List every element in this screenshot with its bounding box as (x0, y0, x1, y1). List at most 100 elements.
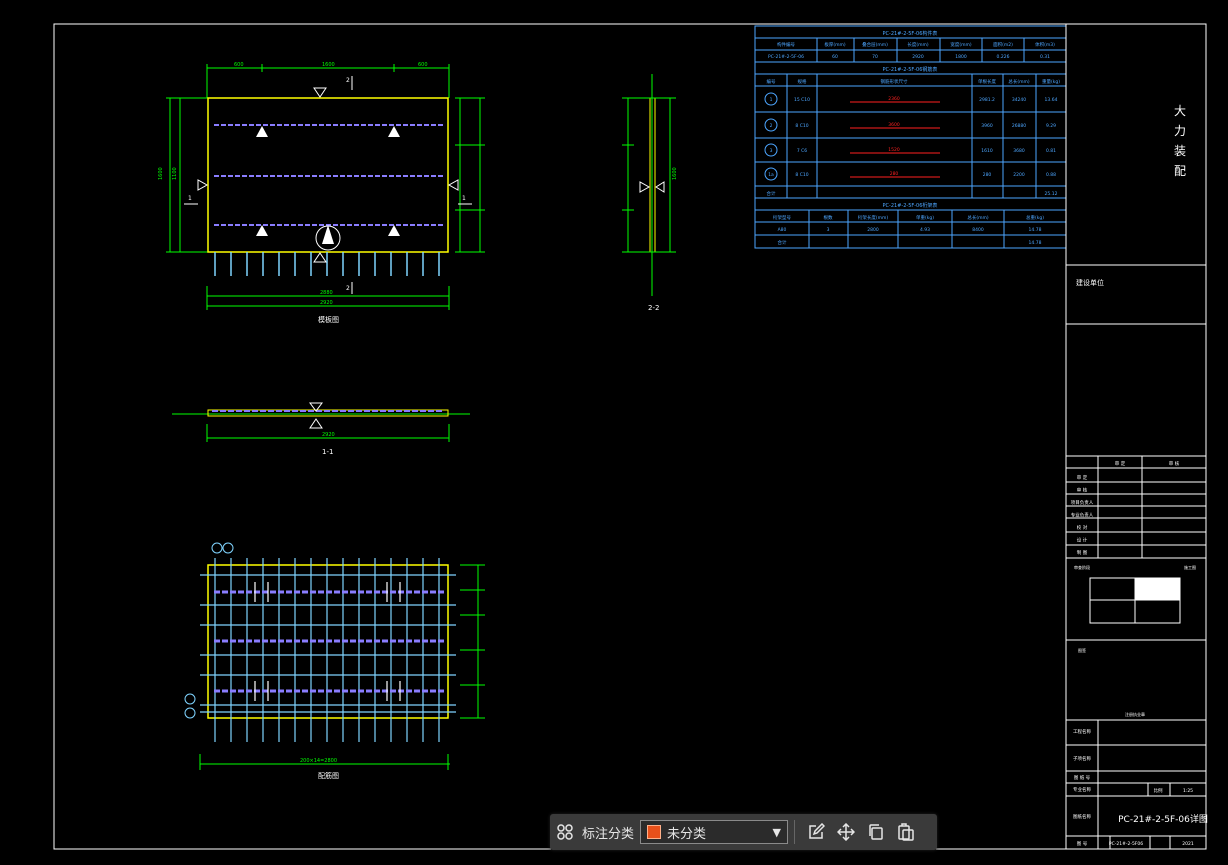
rebar-header: 总长(mm) (1008, 78, 1030, 85)
rebar-shape: 3600 (888, 122, 900, 128)
section-2-2: 1600 2-2 (622, 74, 678, 312)
dim-sec-total: 2920 (322, 432, 335, 438)
rebar-no: 3 (770, 148, 773, 154)
scale-value: 1:25 (1183, 788, 1193, 794)
move-icon[interactable] (831, 817, 861, 847)
sign-row-label: 项目负责人 (1071, 499, 1094, 506)
component-header: 体积(m3) (1035, 41, 1055, 48)
component-cell: PC-21#-2-5F-06 (768, 54, 804, 60)
truss-cell: 3 (827, 227, 830, 233)
dim-rebar-bottom: 200×14=2800 (300, 758, 337, 764)
rebar-spec: 8 C10 (795, 123, 808, 129)
component-header: 板厚(mm) (824, 41, 846, 48)
dim-top-right: 600 (418, 62, 428, 68)
component-header: 宽度(mm) (950, 41, 972, 48)
seal-label: 图签 (1078, 647, 1086, 653)
sign-row-label: 设 计 (1077, 537, 1088, 544)
plan-view: 600 1600 600 1600 1100 2 2 1 1 (158, 62, 485, 324)
rebar-view: 200×14=2800 配筋图 (184, 542, 485, 780)
rebar-header: 规格 (798, 78, 807, 85)
component-header: 面积(m2) (993, 41, 1013, 48)
review-header: 审 核 (1169, 460, 1180, 467)
rebar-no-circle (764, 143, 778, 157)
dim-left-inner: 1100 (172, 167, 178, 180)
rebar-no: 1a (768, 172, 774, 178)
sign-row-label: 校 对 (1077, 524, 1088, 531)
toolbar-divider (794, 820, 796, 844)
component-cell: 70 (872, 54, 878, 60)
rebar-no: 2 (770, 123, 773, 129)
scale-label: 比例 (1154, 787, 1163, 794)
rebar-total-len: 34240 (1012, 97, 1026, 103)
rebar-total-label: 合计 (767, 190, 776, 197)
section-1-title: 1-1 (322, 448, 333, 456)
drawing-year: 2021 (1182, 841, 1194, 847)
project-label: 建设单位 (1076, 278, 1104, 287)
rebar-weight: 13.64 (1045, 97, 1058, 103)
truss-cell: 2800 (867, 227, 879, 233)
rebar-view-title: 配筋图 (318, 771, 339, 780)
component-cell: 2920 (912, 54, 924, 60)
component-header: 构件编号 (777, 41, 795, 48)
dim-top-left: 600 (234, 62, 244, 68)
svg-text:1: 1 (462, 195, 466, 202)
plan-view-title: 模板图 (318, 315, 339, 324)
rebar-header: 编号 (767, 78, 776, 85)
rebar-spec: 8 C10 (795, 172, 808, 178)
svg-text:1: 1 (188, 195, 192, 202)
component-table-title: PC-21#-2-5F-06构件表 (883, 30, 938, 37)
sub-row-label: 子项名称 (1073, 755, 1091, 762)
rebar-weight: 9.29 (1046, 123, 1056, 129)
cert-text: 注册执业章 (1125, 711, 1145, 717)
sign-row-label: 审 定 (1077, 474, 1088, 481)
copy-icon[interactable] (861, 817, 891, 847)
section-1-1: 2920 1-1 (172, 402, 470, 456)
annotation-category-select[interactable]: 未分类 ▼ (640, 820, 789, 844)
sign-row-label: 制 图 (1077, 549, 1088, 556)
dim-bottom-total: 2920 (320, 300, 333, 306)
stage-label: 审查阶段 (1074, 564, 1090, 570)
truss-header: 单重(kg) (916, 214, 934, 221)
truss-header: 桁架型号 (773, 214, 791, 221)
truss-cell: 4.93 (920, 227, 930, 233)
sub-row-label: 工程名称 (1073, 728, 1091, 735)
component-header: 叠合层(mm) (862, 41, 888, 48)
title-block (1065, 24, 1206, 849)
rebar-len: 2981.2 (979, 97, 995, 103)
drawing-no: PC-21#-2-5F06 (1109, 841, 1143, 847)
truss-header: 总重(kg) (1026, 214, 1044, 221)
dim-sec2-height: 1600 (672, 167, 678, 180)
review-header: 审 定 (1115, 460, 1126, 467)
rebar-no-circle (764, 118, 778, 132)
component-cell: 0.226 (997, 54, 1010, 60)
svg-text:2: 2 (346, 285, 350, 292)
sign-row-label: 审 核 (1077, 487, 1088, 494)
annotation-toolbar: 标注分类 未分类 ▼ (550, 814, 937, 850)
rebar-shape: 1520 (888, 147, 900, 153)
drawing-name-label: 图纸名称 (1073, 813, 1091, 820)
paste-icon[interactable] (891, 817, 921, 847)
rebar-shape: 280 (890, 171, 899, 177)
stage-value: 施工图 (1184, 564, 1196, 570)
component-header: 长度(mm) (907, 41, 929, 48)
rebar-spec: 15 C10 (794, 97, 810, 103)
rebar-table-title: PC-21#-2-5F-06钢筋表 (883, 66, 938, 73)
category-color-swatch (647, 825, 662, 839)
drawing-title: PC-21#-2-5F-06详图 (1118, 813, 1208, 825)
drawing-no-label: 图 号 (1077, 841, 1088, 847)
rebar-len: 3960 (981, 123, 993, 129)
sub-row-label: 专业名称 (1073, 786, 1091, 793)
rebar-total-len: 2200 (1013, 172, 1025, 178)
rebar-total: 25.12 (1045, 191, 1058, 197)
brand-char: 装 (1174, 144, 1186, 158)
rebar-spec: 7 C6 (797, 148, 807, 154)
rebar-shape: 2360 (888, 96, 900, 102)
rebar-header: 单根长度 (978, 78, 996, 85)
annotation-category-value: 未分类 (667, 826, 707, 842)
edit-icon[interactable] (801, 817, 831, 847)
truss-header: 桁架长度(mm) (858, 214, 889, 221)
grid-icon[interactable] (550, 817, 580, 847)
rebar-no-circle (764, 167, 778, 181)
